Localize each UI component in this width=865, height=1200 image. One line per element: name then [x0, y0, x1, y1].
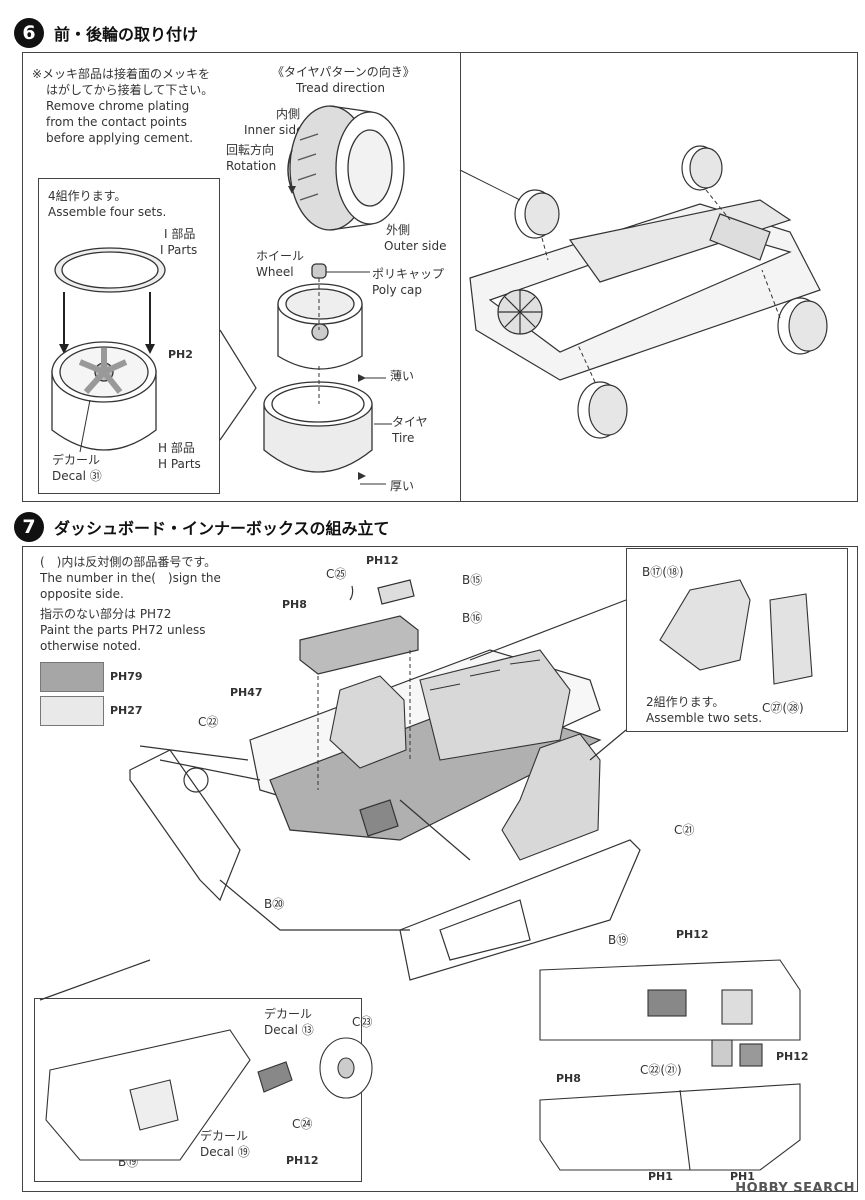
label-seat-b17: B⑰(⑱)	[642, 565, 684, 579]
dash-subpanel-parts	[45, 1029, 373, 1161]
chrome-note-en-3: before applying cement.	[46, 131, 194, 145]
wheel-ja: ホイール	[256, 249, 305, 263]
center-console	[299, 579, 419, 675]
front-seat-left	[329, 675, 407, 769]
tread-label-ja: 《タイヤパターンの向き》	[272, 65, 415, 79]
thin-label: 薄い	[390, 369, 415, 383]
tread-tire	[289, 105, 405, 231]
label-c25: C㉕	[326, 567, 347, 581]
tire-en: Tire	[392, 431, 415, 445]
rear-seat	[419, 649, 571, 761]
wheel-polycap	[277, 263, 363, 370]
rotation-ja: 回転方向	[226, 143, 275, 157]
thick-label: 厚い	[390, 479, 415, 493]
seat-parts	[659, 579, 813, 685]
assemble-two-en: Assemble two sets.	[646, 711, 763, 725]
label-ph1: PH1	[648, 1170, 673, 1183]
h-parts-en: H Parts	[158, 457, 201, 471]
tire-part	[263, 381, 373, 473]
watermark: HOBBY SEARCH	[735, 1181, 855, 1196]
label-c22: C㉒	[198, 715, 219, 729]
decal-ja: デカール	[52, 453, 101, 467]
label-c23: C㉓	[352, 1015, 373, 1029]
rotation-en: Rotation	[226, 159, 277, 173]
label-b20: B⑳	[264, 897, 285, 911]
paint-note-en-2: otherwise noted.	[40, 639, 142, 653]
dash-decal2-ja: デカール	[200, 1129, 249, 1143]
step6-title: 前・後輪の取り付け	[54, 25, 199, 44]
paren-note-en-2: opposite side.	[40, 587, 124, 601]
label-seat-c27: C㉗(㉘)	[762, 701, 804, 715]
label-c22-21: C㉒(㉑)	[640, 1063, 682, 1077]
inner-side-en: Inner side	[244, 123, 304, 137]
outer-side-en: Outer side	[384, 239, 447, 253]
polycap-ja: ポリキャップ	[372, 267, 445, 281]
assemble-two-ja: 2組作ります。	[646, 695, 725, 709]
paint-note-en-1: Paint the parts PH72 unless	[40, 623, 206, 637]
swatch-ph79-label: PH79	[110, 670, 143, 683]
door-panels-detail	[539, 1083, 801, 1171]
label-ph47: PH47	[230, 686, 263, 699]
decal-en: Decal ㉛	[52, 469, 102, 483]
rim-i-parts	[54, 247, 166, 293]
swatch-ph27-label: PH27	[110, 704, 143, 717]
assemble-four-en: Assemble four sets.	[48, 205, 167, 219]
front-seat-right	[501, 733, 601, 861]
label-ph12-b: PH12	[676, 928, 709, 941]
dash-decal2-en: Decal ⑲	[200, 1145, 250, 1159]
label-ph8: PH8	[282, 598, 307, 611]
label-b15: B⑮	[462, 573, 483, 587]
chrome-note-ja-1: ※メッキ部品は接着面のメッキを	[32, 67, 211, 81]
label-ph12-d: PH12	[286, 1154, 319, 1167]
wheel-h-parts	[51, 341, 157, 451]
label-c21: C㉑	[674, 823, 695, 837]
label-ph12-a: PH12	[366, 554, 399, 567]
step6-number: 6	[14, 18, 44, 48]
step7-header: 7 ダッシュボード・インナーボックスの組み立て	[14, 512, 390, 542]
label-b16: B⑯	[462, 611, 483, 625]
dash-decal-en: Decal ⑬	[264, 1023, 314, 1037]
label-ph1-b: PH1	[730, 1170, 755, 1183]
label-ph8-b: PH8	[556, 1072, 581, 1085]
inner-side-ja: 内側	[276, 107, 301, 121]
tread-label-en: Tread direction	[296, 81, 385, 95]
h-parts-ja: H 部品	[158, 441, 195, 455]
chrome-note-en-2: from the contact points	[46, 115, 187, 129]
chrome-note-ja-2: はがしてから接着して下さい。	[46, 83, 214, 97]
dashboard-detail	[539, 959, 801, 1067]
paren-note-en-1: The number in the( )sign the	[40, 571, 221, 585]
label-b19-top: B⑲	[608, 933, 629, 947]
label-ph12-c: PH12	[776, 1050, 809, 1063]
chrome-note-en-1: Remove chrome plating	[46, 99, 190, 113]
swatch-ph27	[40, 696, 104, 726]
polycap-en: Poly cap	[372, 283, 422, 297]
step7-number: 7	[14, 512, 44, 542]
door-panel	[399, 839, 641, 981]
i-parts-ja: I 部品	[164, 227, 196, 241]
tire-ja: タイヤ	[392, 415, 428, 429]
rotation-arrowhead	[288, 186, 296, 194]
i-parts-en: I Parts	[160, 243, 198, 257]
wheel-en: Wheel	[256, 265, 294, 279]
chassis	[469, 199, 821, 381]
step7-title: ダッシュボード・インナーボックスの組み立て	[54, 519, 390, 538]
outer-side-ja: 外側	[386, 223, 411, 237]
swatch-ph79	[40, 662, 104, 692]
step6-header: 6 前・後輪の取り付け	[14, 18, 198, 48]
ph2-label: PH2	[168, 348, 193, 361]
paint-note-ja: 指示のない部分は PH72	[40, 607, 172, 621]
paren-note-ja: ( )内は反対側の部品番号です。	[40, 555, 217, 569]
assemble-four-ja: 4組作ります。	[48, 189, 127, 203]
chassis-wheels	[514, 145, 828, 439]
label-c24: C㉔	[292, 1117, 313, 1131]
dash-decal-ja: デカール	[264, 1007, 313, 1021]
